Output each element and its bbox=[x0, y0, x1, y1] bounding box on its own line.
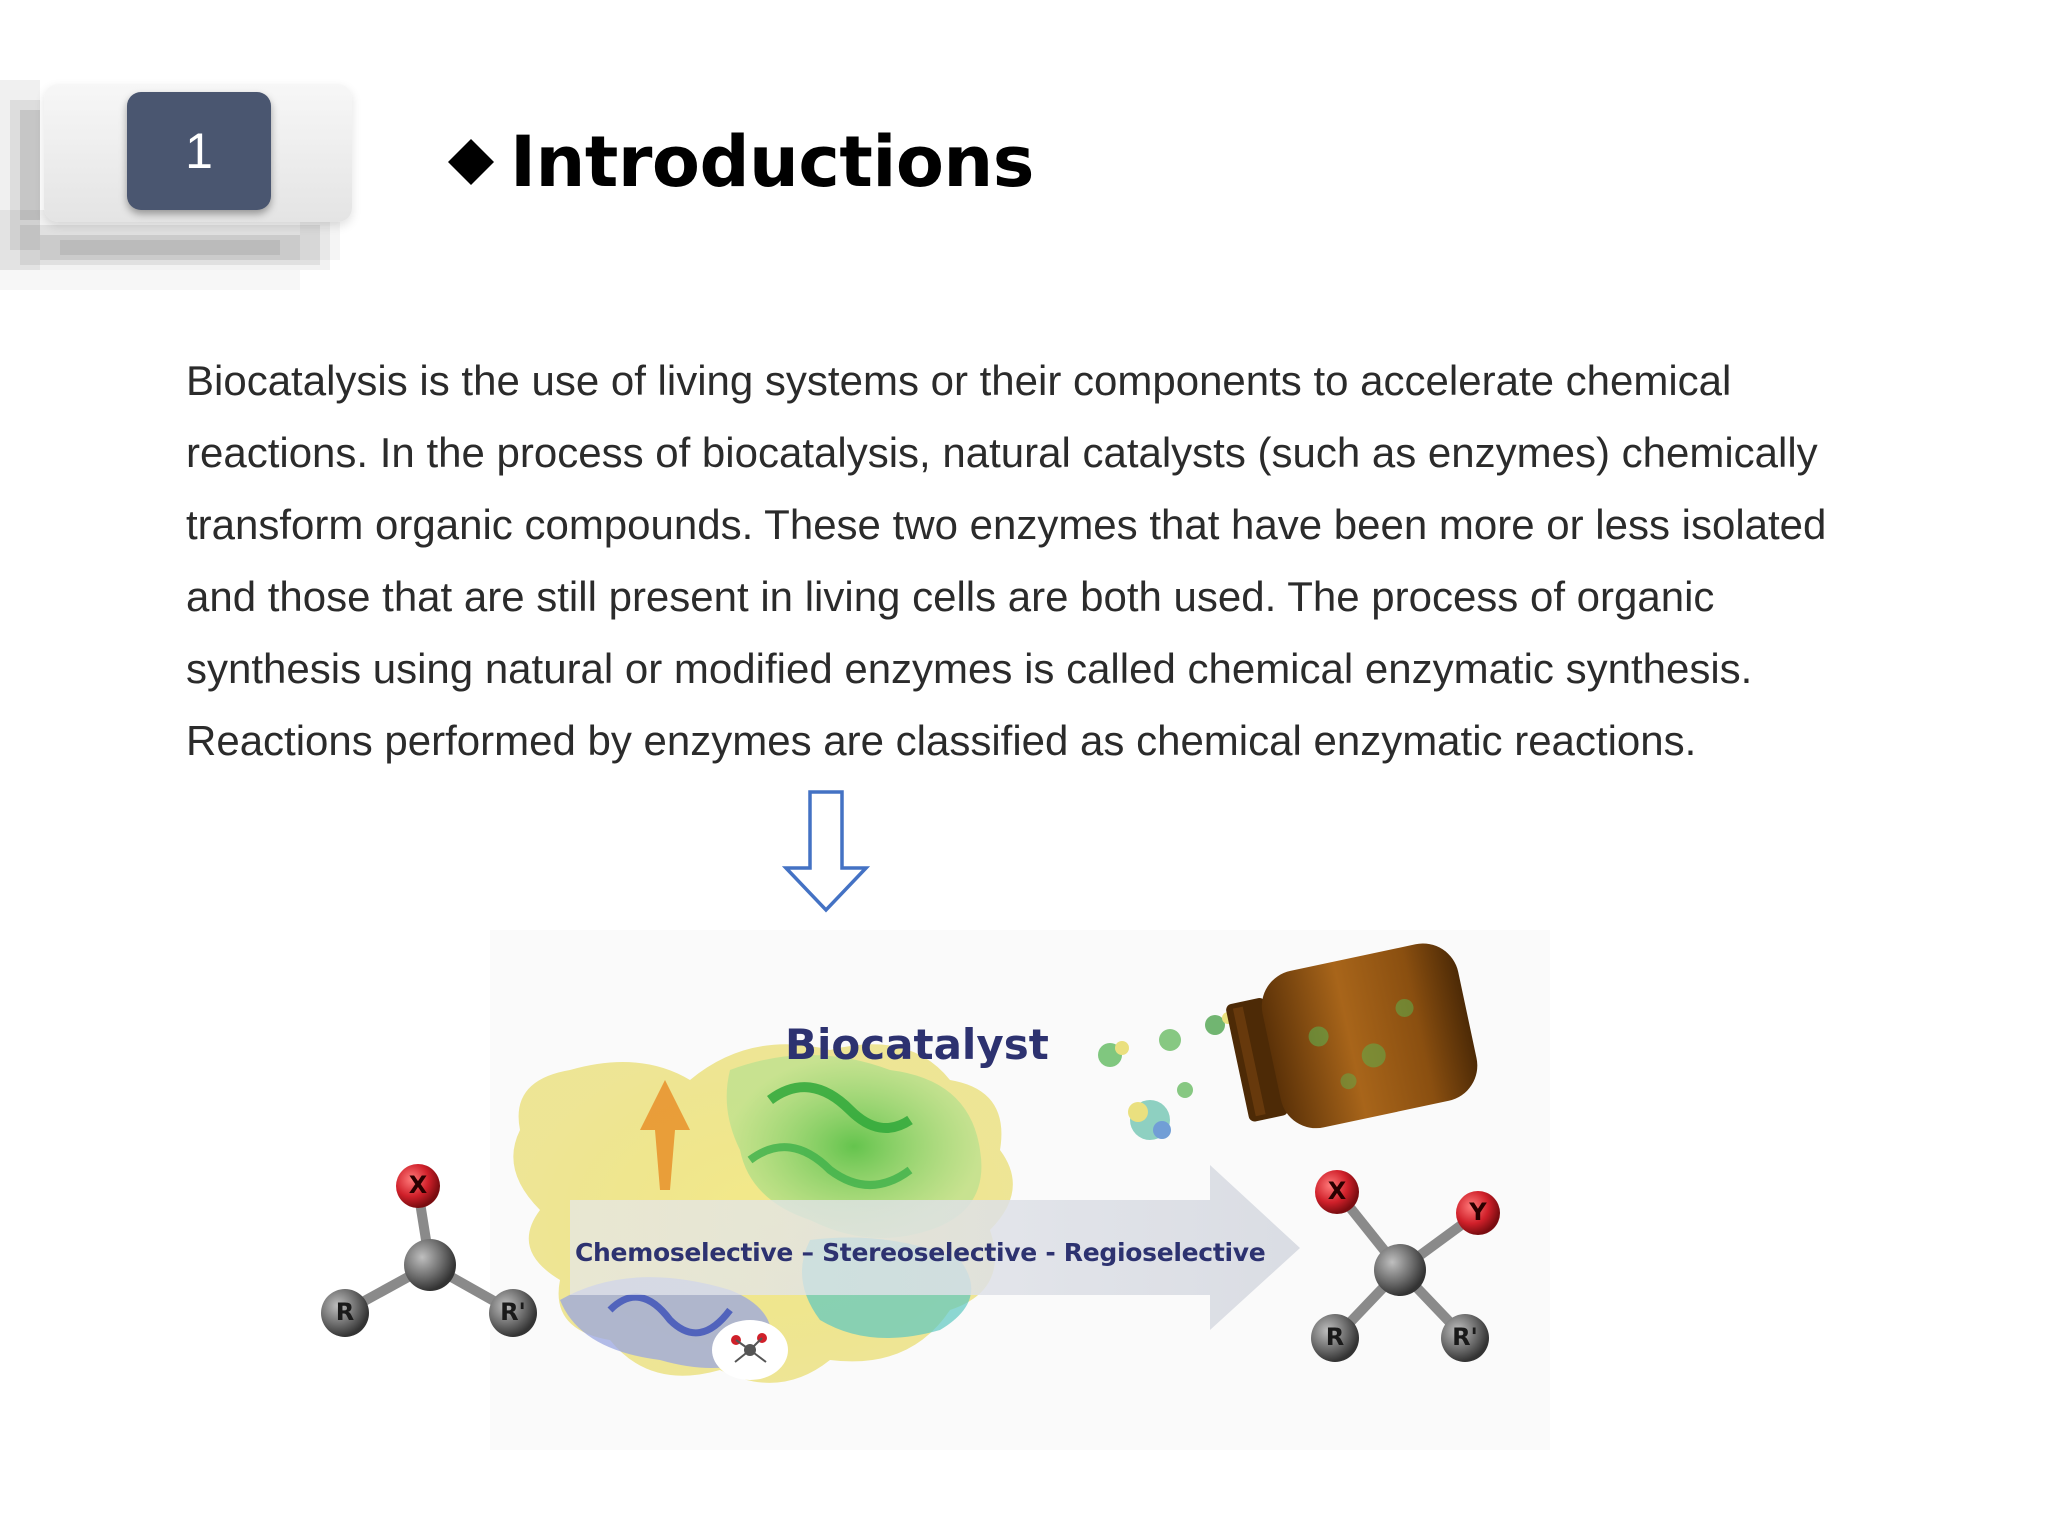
bottle-illustration bbox=[1226, 943, 1478, 1129]
process-arrow bbox=[570, 1165, 1300, 1330]
reaction-illustration bbox=[321, 930, 1550, 1450]
reactant-atom-r: R bbox=[335, 1298, 355, 1326]
slide-title: Introductions bbox=[510, 121, 1034, 203]
slide-number: 1 bbox=[185, 123, 213, 179]
biocatalysis-figure: X R R' X Y R R' Biocatalyst Chemoselecti… bbox=[310, 930, 1550, 1450]
product-molecule bbox=[1311, 1170, 1500, 1362]
selectivity-label: Chemoselective – Stereoselective - Regio… bbox=[575, 1238, 1266, 1267]
reactant-molecule bbox=[321, 1164, 537, 1337]
product-atom-r-prime: R' bbox=[1452, 1323, 1478, 1351]
reactant-atom-x: X bbox=[408, 1171, 428, 1199]
body-paragraph: Biocatalysis is the use of living system… bbox=[186, 357, 1827, 764]
reactant-atom-r-prime: R' bbox=[500, 1298, 526, 1326]
diamond-bullet-icon bbox=[448, 139, 494, 185]
slide-number-badge: 1 bbox=[127, 92, 271, 210]
product-atom-y: Y bbox=[1469, 1198, 1487, 1226]
down-arrow-icon bbox=[782, 790, 870, 913]
product-atom-x: X bbox=[1327, 1177, 1347, 1205]
biocatalyst-label: Biocatalyst bbox=[785, 1020, 1049, 1069]
slide-title-row: Introductions bbox=[446, 112, 1034, 212]
product-atom-r: R bbox=[1325, 1323, 1345, 1351]
